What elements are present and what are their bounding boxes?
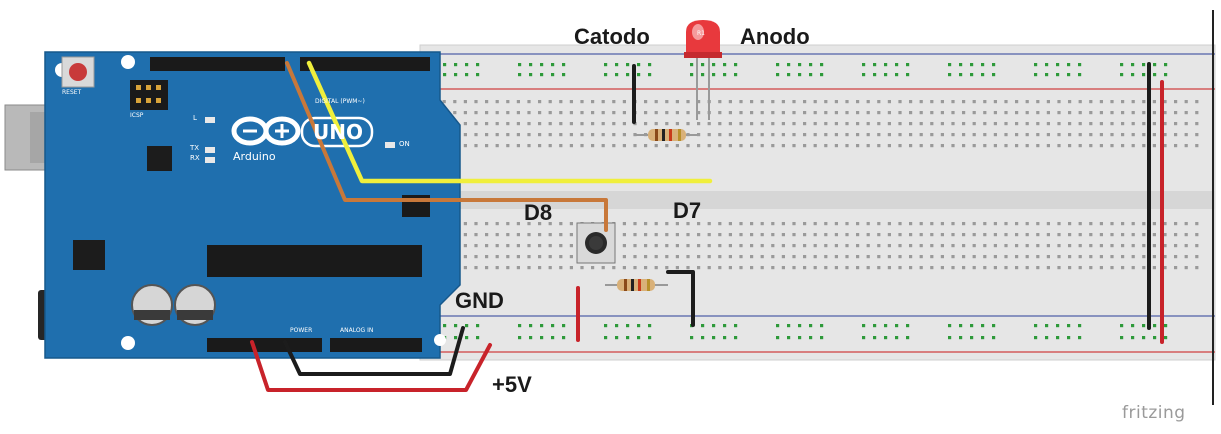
label-d8: D8: [524, 200, 553, 225]
wire-yellow-d7: [306, 60, 713, 184]
icsp-header: [130, 80, 168, 110]
power-header: [207, 338, 322, 352]
arduino-logo-icon: [231, 116, 301, 146]
analog-header: [330, 338, 422, 352]
arduino-pcb: [44, 51, 461, 359]
led-marker-text: R1: [697, 30, 705, 37]
digital-header-left: [150, 57, 285, 71]
led-rx-indicator: [205, 157, 215, 163]
icsp-text: ICSP: [130, 112, 144, 119]
pushbutton: [576, 222, 616, 264]
tx-text: TX: [190, 144, 200, 152]
label-d7: D7: [673, 198, 702, 223]
digital-header-text: DIGITAL (PWM~): [315, 98, 365, 105]
arduino-board: [4, 51, 461, 359]
resistor-button: [605, 279, 668, 291]
red-led: [684, 20, 722, 120]
led-l-indicator: [205, 117, 215, 123]
led-tx-indicator: [205, 147, 215, 153]
wire-black-gnd: [283, 326, 465, 376]
power-header-text: POWER: [290, 327, 313, 334]
uno-text: UNO: [313, 120, 363, 144]
resistor-led: [636, 129, 698, 141]
led-on-indicator: [385, 142, 395, 148]
label-catodo: Catodo: [574, 24, 650, 49]
fritzing-watermark: fritzing: [1122, 403, 1186, 423]
l-text: L: [193, 114, 197, 122]
regulator: [73, 240, 105, 270]
wire-black-gnd-short: [666, 270, 695, 327]
wire-red-5v: [250, 340, 492, 392]
analog-header-text: ANALOG IN: [340, 327, 374, 334]
wires: [250, 60, 1164, 392]
breadboard-center-channel: [420, 191, 1215, 209]
microcontroller: [207, 245, 422, 277]
on-text: ON: [399, 140, 410, 148]
uno-badge: [300, 116, 374, 148]
reset-text: RESET: [62, 89, 82, 96]
label-plus5v: +5V: [492, 372, 532, 397]
wire-orange-d8: [285, 61, 608, 232]
label-anodo: Anodo: [740, 24, 810, 49]
digital-header-right: [300, 57, 430, 71]
usb-chip: [147, 146, 172, 171]
rx-text: RX: [190, 154, 200, 162]
label-gnd: GND: [455, 288, 504, 313]
arduino-brand-text: Arduino: [233, 150, 276, 163]
